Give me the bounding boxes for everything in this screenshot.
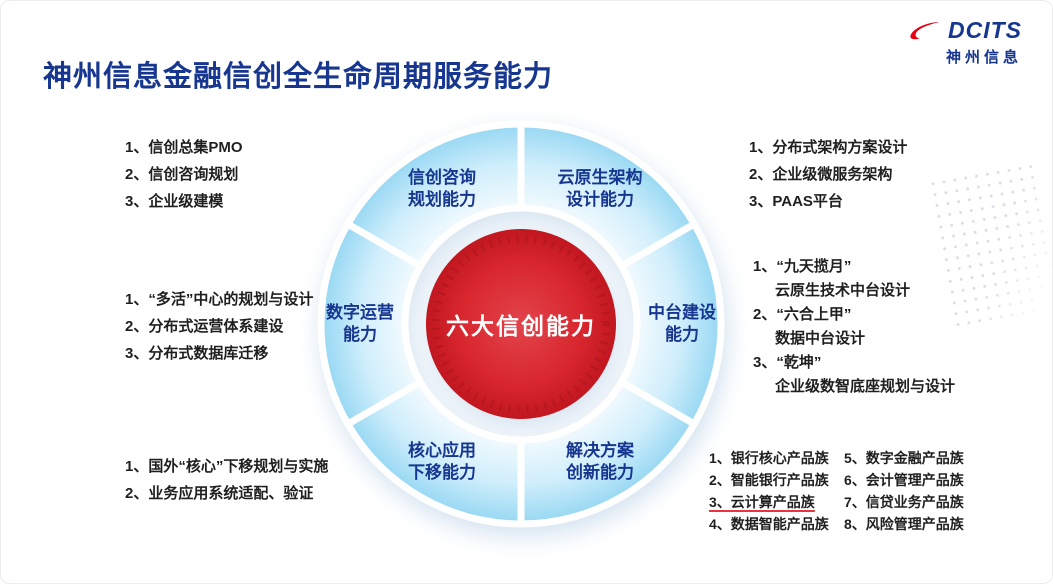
segment-label-line: 能力 xyxy=(343,325,377,344)
segment-label-digital-ops: 数字运营 能力 xyxy=(326,302,394,346)
segment-label-line: 信创咨询 xyxy=(408,167,476,187)
list-core-app: 1、国外“核心”下移规划与实施 2、业务应用系统适配、验证 xyxy=(125,453,328,507)
segment-label-line: 创新能力 xyxy=(566,463,634,482)
list-item: 1、分布式架构方案设计 xyxy=(749,139,908,156)
capability-wheel xyxy=(317,120,725,528)
segment-label-line: 规划能力 xyxy=(408,190,476,209)
list-item: 5、数字金融产品族 xyxy=(844,450,964,466)
list-item-sub: 数据中台设计 xyxy=(775,330,866,347)
list-cloud-native: 1、分布式架构方案设计 2、企业级微服务架构 3、PAAS平台 xyxy=(749,134,907,215)
center-label: 六大信创能力 xyxy=(446,313,596,339)
segment-label-line: 解决方案 xyxy=(566,440,634,460)
wheel-segment-cloud-native xyxy=(517,120,698,270)
brand-swoosh-icon xyxy=(910,21,940,39)
segment-label-line: 中台建设 xyxy=(648,302,716,322)
segment-label-line: 下移能力 xyxy=(408,463,476,482)
list-item: 4、数据智能产品族 xyxy=(709,516,829,532)
segment-label-line: 数字运营 xyxy=(326,302,394,322)
list-consulting: 1、信创总集PMO 2、信创咨询规划 3、企业级建模 xyxy=(125,134,243,215)
segment-label-line: 设计能力 xyxy=(566,190,634,209)
list-item: 1、“多活”中心的规划与设计 xyxy=(125,291,314,308)
list-item: 3、企业级建模 xyxy=(125,193,224,210)
list-item: 3、云计算产品族 xyxy=(709,494,815,510)
list-item: 2、分布式运营体系建设 xyxy=(125,318,284,335)
list-middle-platform: 1、“九天揽月” 云原生技术中台设计 2、“六合上甲” 数据中台设计 3、“乾坤… xyxy=(753,255,955,399)
list-item: 2、“六合上甲” xyxy=(753,306,852,323)
segment-label-cloud-native: 云原生架构 设计能力 xyxy=(558,167,643,211)
list-item-sub: 企业级数智底座规划与设计 xyxy=(775,378,956,395)
list-item: 8、风险管理产品族 xyxy=(844,516,964,532)
list-digital-ops: 1、“多活”中心的规划与设计 2、分布式运营体系建设 3、分布式数据库迁移 xyxy=(125,286,313,367)
segment-label-solution: 解决方案 创新能力 xyxy=(566,440,634,484)
center-circle xyxy=(426,229,616,419)
segment-label-consulting: 信创咨询 规划能力 xyxy=(408,167,476,211)
list-item: 2、智能银行产品族 xyxy=(709,472,829,488)
list-item: 1、银行核心产品族 xyxy=(709,450,829,466)
segment-label-line: 云原生架构 xyxy=(557,167,643,187)
brand-logo: DCITS 神州信息 xyxy=(907,17,1022,67)
page-title: 神州信息金融信创全生命周期服务能力 xyxy=(43,61,554,93)
list-item: 3、分布式数据库迁移 xyxy=(125,345,269,362)
segment-label-middle-platform: 中台建设 能力 xyxy=(648,302,716,346)
list-item: 1、国外“核心”下移规划与实施 xyxy=(125,458,329,475)
list-item: 3、PAAS平台 xyxy=(749,193,843,210)
list-item: 2、信创咨询规划 xyxy=(125,166,239,183)
list-item: 7、信贷业务产品族 xyxy=(844,494,964,510)
segment-label-core-app: 核心应用 下移能力 xyxy=(408,440,476,484)
brand-logo-row: DCITS xyxy=(907,17,1022,44)
brand-name-cn: 神州信息 xyxy=(945,49,1022,66)
segment-label-line: 能力 xyxy=(665,325,699,344)
brand-name: DCITS xyxy=(948,17,1022,43)
list-item: 3、“乾坤” xyxy=(753,354,822,371)
list-item: 1、“九天揽月” xyxy=(753,258,852,275)
center-circle-tick-ring xyxy=(432,235,610,413)
list-solution-col1: 1、银行核心产品族 2、智能银行产品族 3、云计算产品族 4、数据智能产品族 xyxy=(709,447,829,535)
list-solution-col2: 5、数字金融产品族 6、会计管理产品族 7、信贷业务产品族 8、风险管理产品族 xyxy=(844,447,964,535)
segment-label-line: 核心应用 xyxy=(408,440,476,460)
list-item-sub: 云原生技术中台设计 xyxy=(775,282,911,299)
list-item: 1、信创总集PMO xyxy=(125,139,243,156)
list-item: 6、会计管理产品族 xyxy=(844,472,964,488)
list-item: 2、企业级微服务架构 xyxy=(749,166,893,183)
list-item: 2、业务应用系统适配、验证 xyxy=(125,485,314,502)
